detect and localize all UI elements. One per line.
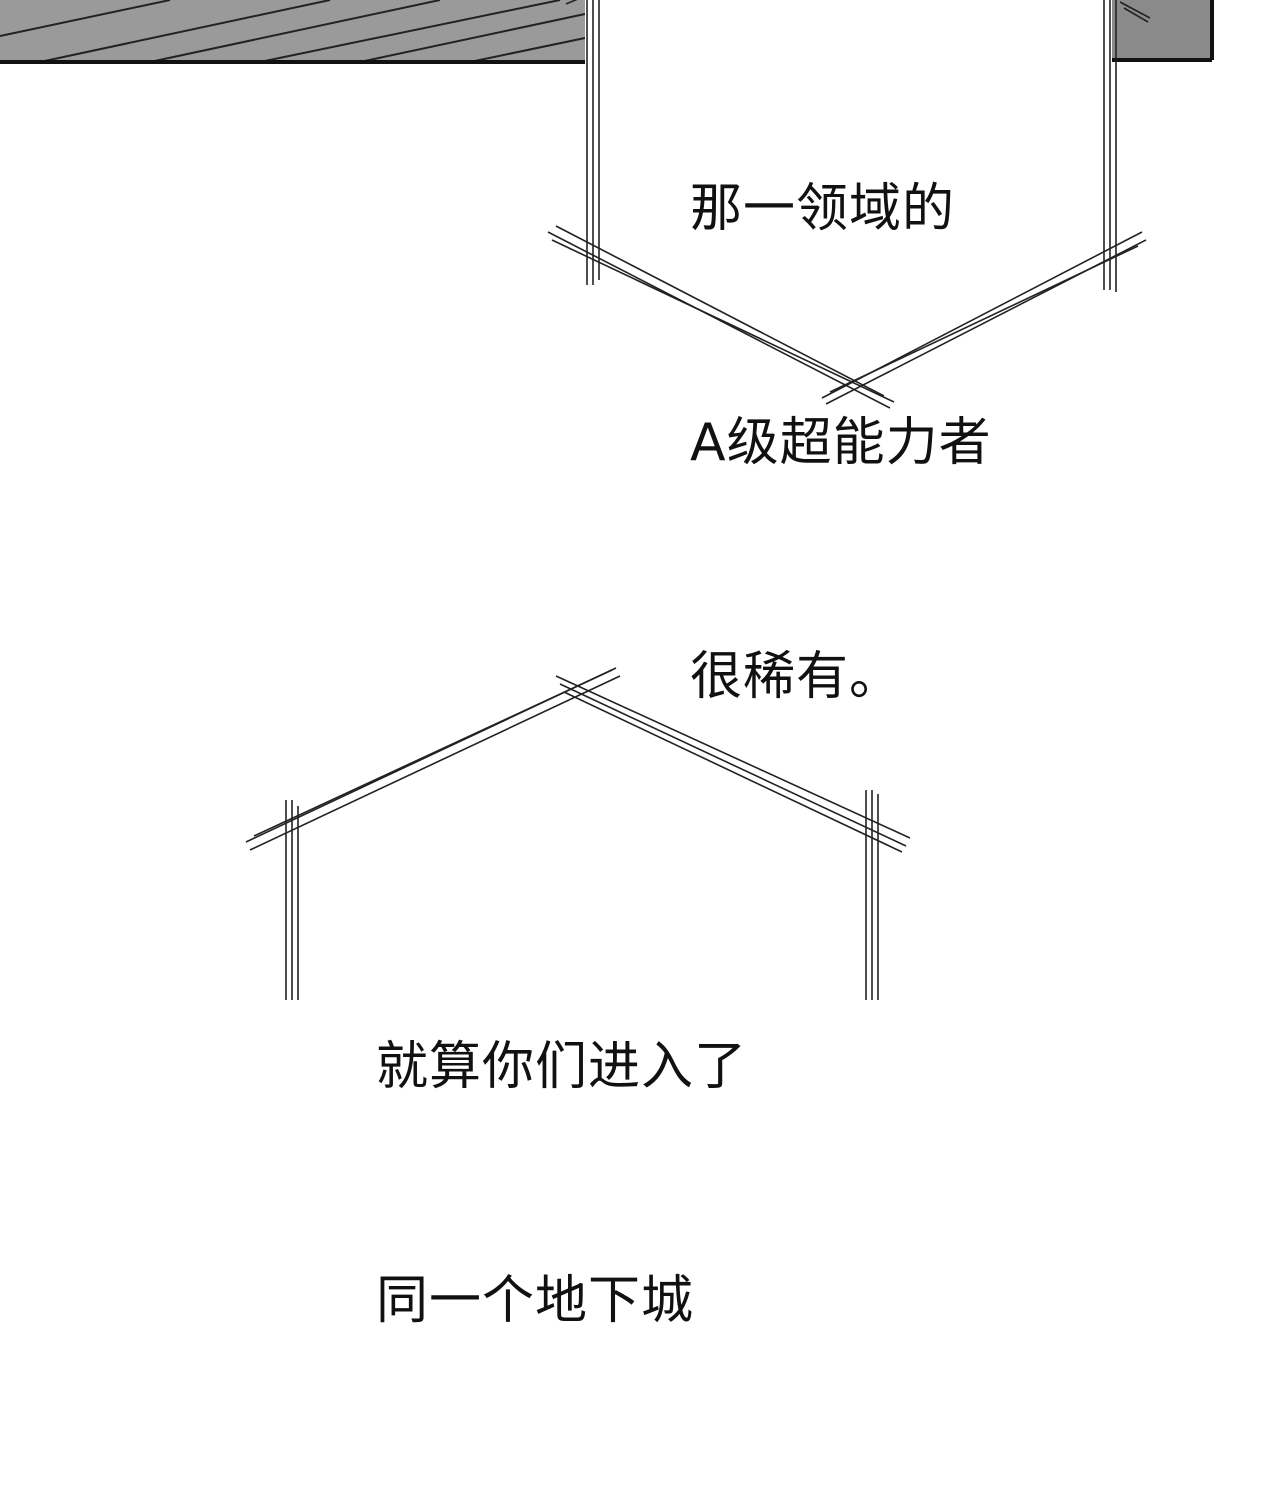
bubble-2-line: 就算你们进入了 <box>376 1037 748 1097</box>
comic-panel: 那一领域的 A级超能力者 很稀有。 就算你们进入了 同一个地下城 <box>0 0 1214 1331</box>
bubble-2-line: 同一个地下城 <box>376 1271 695 1331</box>
bubble-1-line: A级超能力者 <box>690 413 992 473</box>
panel-artwork <box>0 0 1214 1000</box>
bubble-1-line: 那一领域的 <box>690 179 956 239</box>
speech-bubble-2-text: 就算你们进入了 同一个地下城 <box>376 872 747 1496</box>
speech-bubble-1-outline <box>547 0 1151 409</box>
top-left-gray-band <box>0 0 586 64</box>
bubble-1-line: 很稀有。 <box>690 647 903 707</box>
speech-bubble-1-text: 那一领域的 A级超能力者 很稀有。 <box>690 14 992 872</box>
speech-bubble-2-outline <box>245 667 911 1000</box>
